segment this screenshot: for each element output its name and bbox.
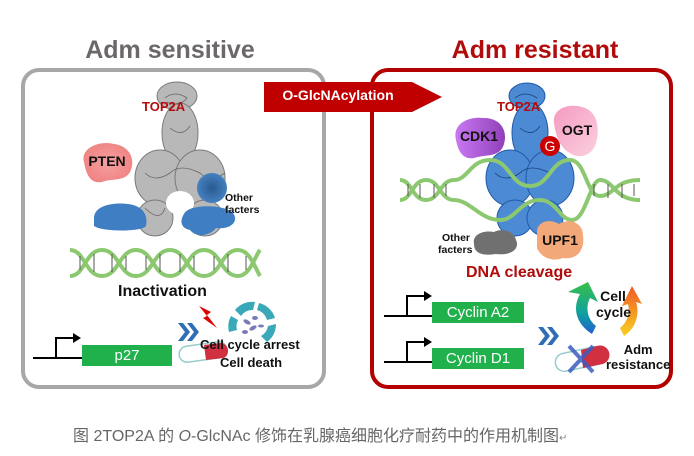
other-factors-blue	[94, 173, 236, 236]
drug-capsule-icon-left	[178, 341, 229, 363]
right-other-factors-line2: facters	[438, 244, 473, 256]
left-other-factors-line1: Other	[225, 192, 254, 204]
promoter-arrow-cyclin-a2	[384, 291, 434, 317]
fragmented-cell-icon	[228, 301, 277, 342]
adm-resistance-line1: Adm	[623, 342, 653, 357]
pten-blob	[83, 142, 133, 183]
o-glcnacylation-arrow	[264, 82, 442, 112]
left-top2a-label: TOP2A	[142, 99, 186, 114]
adm-resistance-line2: resistance	[606, 357, 671, 372]
glcnac-marker: G	[540, 136, 560, 156]
return-mark-icon: ↵	[559, 433, 568, 444]
inactivation-label: Inactivation	[118, 283, 207, 300]
upf1-blob	[537, 221, 584, 260]
left-panel-title: Adm sensitive	[85, 36, 255, 64]
left-other-factors-label: Other facters	[225, 192, 259, 216]
cell-cycle-arrows-icon	[568, 282, 642, 336]
dna-helix-left	[69, 247, 262, 279]
o-glcnacylation-label: O-GlcNAcylation	[282, 87, 394, 103]
ogt-blob	[553, 105, 598, 157]
upf1-label: UPF1	[542, 232, 578, 248]
adm-sensitive-panel	[21, 68, 326, 389]
cell-death-label: Cell death	[220, 355, 283, 370]
cell-cycle-arrest-label: Cell cycle arrest	[200, 337, 300, 352]
chevron-right-icon-right	[538, 327, 559, 345]
ogt-label: OGT	[561, 122, 593, 138]
caption-body: -GlcNAc 修饰在乳腺癌细胞化疗耐药中的作用机制图	[190, 428, 559, 445]
figure-caption: 图 2TOP2A 的 O-GlcNAc 修饰在乳腺癌细胞化疗耐药中的作用机制图↵	[73, 422, 693, 446]
pten-label: PTEN	[88, 153, 126, 169]
promoter-arrow-cyclin-d1	[384, 337, 434, 363]
gene-box-cyclin-d1: Cyclin D1	[432, 348, 524, 369]
left-other-factors-line2: facters	[225, 204, 260, 216]
chevron-right-icon-left	[178, 323, 199, 341]
drug-capsule-crossed-icon	[554, 344, 610, 374]
dna-cleavage-label: DNA cleavage	[466, 264, 573, 281]
right-other-factors-line1: Other	[442, 232, 471, 244]
cell-cycle-line1: Cell	[600, 288, 626, 304]
right-other-factors-label: Other facters	[438, 232, 472, 256]
gene-box-p27: p27	[82, 345, 172, 366]
other-factors-grey	[473, 230, 518, 255]
top2a-structure-grey	[134, 81, 226, 237]
cell-cycle-label: Cell cycle	[596, 288, 632, 320]
adm-resistance-label: Adm resistance	[606, 342, 670, 372]
right-top2a-label: TOP2A	[497, 99, 541, 114]
gene-box-cyclin-a2: Cyclin A2	[432, 302, 524, 323]
lightning-icon	[199, 306, 217, 328]
cdk1-label: CDK1	[459, 128, 499, 144]
caption-prefix: 图 2TOP2A 的	[73, 428, 179, 445]
adm-resistant-panel	[370, 68, 673, 389]
right-panel-title: Adm resistant	[451, 36, 619, 64]
dna-helix-right	[399, 157, 641, 223]
caption-italic-o: O	[178, 428, 191, 445]
promoter-arrow-p27	[33, 333, 83, 359]
top2a-structure-blue	[485, 82, 575, 237]
cdk1-blob	[455, 117, 506, 159]
cell-cycle-line2: cycle	[596, 304, 632, 320]
